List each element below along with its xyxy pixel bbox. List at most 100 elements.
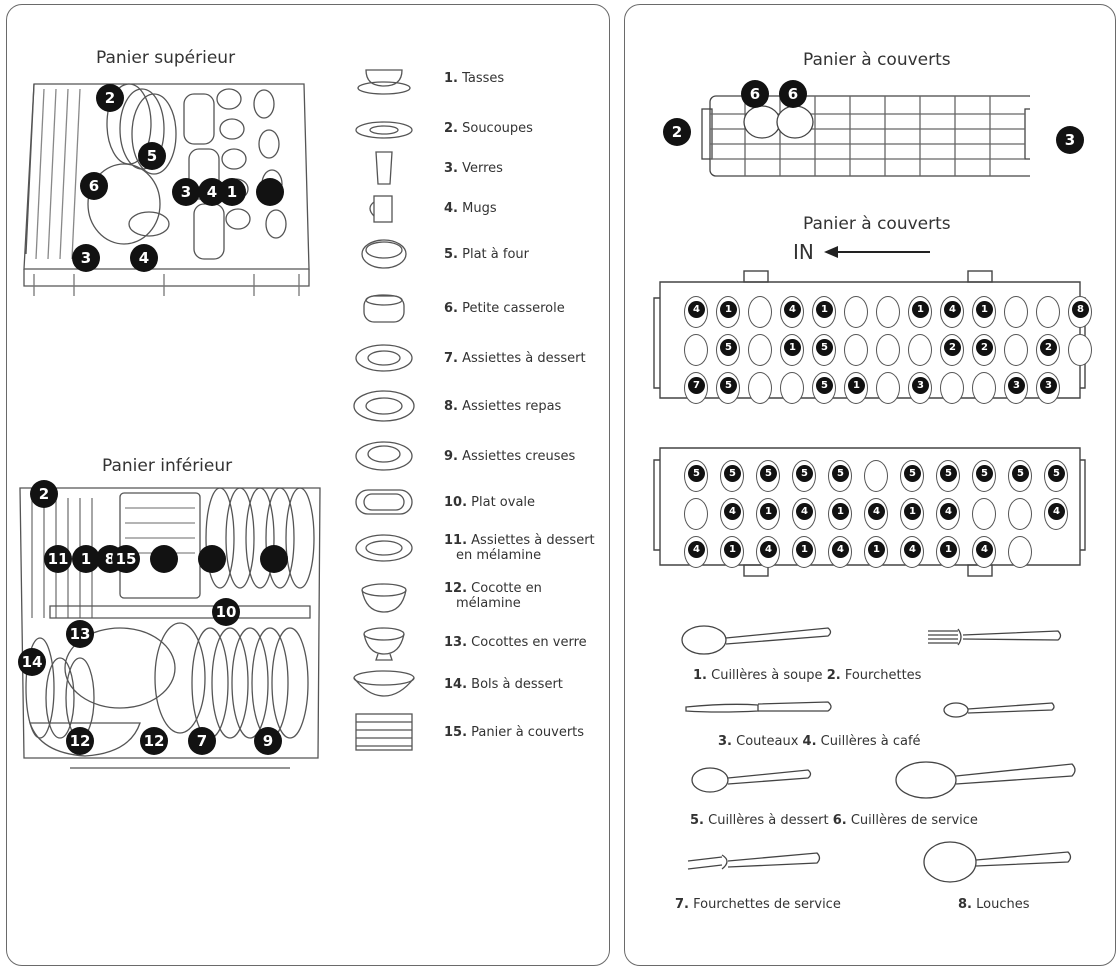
tray2-slot-number: 4 [940, 503, 957, 520]
knife-icon [685, 701, 832, 713]
glass-bowl-icon [352, 622, 416, 662]
tray1-slot: 2 [972, 334, 996, 366]
tray1-slot [844, 296, 868, 328]
tray1-slot-number: 1 [816, 301, 833, 318]
tray2-slot: 5 [1008, 460, 1032, 492]
tray1-slot-number: 2 [1040, 339, 1057, 356]
tray2-slot-number: 1 [868, 541, 885, 558]
tray1-slot: 4 [940, 296, 964, 328]
tray1-slot-number: 4 [944, 301, 961, 318]
tray1-slot: 3 [908, 372, 932, 404]
tray1-slot: 3 [1004, 372, 1028, 404]
tray2-slot [864, 460, 888, 492]
tray1-slot [908, 334, 932, 366]
tray1-slot [748, 372, 772, 404]
lower-badge-11: 11 [44, 545, 72, 573]
legend-label-9: 9. Assiettes creuses [444, 448, 576, 464]
teaspoon-icon [943, 702, 1055, 718]
tray1-slot: 5 [716, 334, 740, 366]
lower-badge-12a: 12 [66, 727, 94, 755]
tray2-slot: 4 [864, 498, 888, 530]
cutlery-basket-icon [352, 712, 416, 752]
cutlery-badge-left: 2 [663, 118, 691, 146]
legend-row-5: 5. Plat à four [352, 234, 529, 274]
legend-label-2: 2. Soucoupes [444, 120, 533, 136]
tray1-slot-number: 5 [816, 377, 833, 394]
serving-spoon-icon [895, 761, 1076, 799]
caption-soup-spoons-forks: 1. Cuillères à soupe 2. Fourchettes [693, 668, 922, 683]
tray2-slot: 1 [756, 498, 780, 530]
tray1-slot: 5 [812, 334, 836, 366]
tray2-slot: 5 [1044, 460, 1068, 492]
oval-dish-icon [352, 482, 416, 522]
tray2-slot-number: 5 [796, 465, 813, 482]
tray1-slot [940, 372, 964, 404]
ladle-icon [923, 841, 1072, 883]
lower-badge-9: 9 [254, 727, 282, 755]
legend-row-15: 15. Panier à couverts [352, 712, 584, 752]
tray1-slot [1004, 334, 1028, 366]
legend-label-14: 14. Bols à dessert [444, 676, 563, 692]
upper-badge-4b: 4 [130, 244, 158, 272]
tray2-slot-number: 5 [940, 465, 957, 482]
tray2-slot-number: 1 [724, 541, 741, 558]
tray2-slot-number: 4 [904, 541, 921, 558]
tray1-slot: 1 [812, 296, 836, 328]
cup-saucer-icon [352, 58, 416, 98]
tray1-slot: 5 [812, 372, 836, 404]
dinner-plate-icon [352, 386, 416, 426]
lower-basket-illustration [19, 487, 321, 769]
tray1-slot-number: 2 [976, 339, 993, 356]
tray2-slot-number: 4 [796, 503, 813, 520]
saucer-icon [352, 108, 416, 148]
legend-row-7: 7. Assiettes à dessert [352, 338, 586, 378]
tray1-slot [1036, 296, 1060, 328]
tray2-slot-number: 4 [688, 541, 705, 558]
upper-badge-6: 6 [80, 172, 108, 200]
tray1-slot-number: 5 [720, 339, 737, 356]
tray1-slot-number: 3 [912, 377, 929, 394]
cutlery-basket-title-tray: Panier à couverts [803, 214, 951, 234]
lower-badge-12b: 12 [140, 727, 168, 755]
tray2-slot-number: 4 [832, 541, 849, 558]
legend-row-4: 4. Mugs [352, 188, 497, 228]
fork-icon [928, 628, 1062, 646]
tray2-slot: 5 [792, 460, 816, 492]
tray2-slot: 5 [756, 460, 780, 492]
legend-row-3: 3. Verres [352, 148, 503, 188]
upper-badge-blank [256, 178, 284, 206]
tray2-slot [1008, 498, 1032, 530]
tray2-slot: 5 [684, 460, 708, 492]
upper-basket-title: Panier supérieur [96, 48, 236, 68]
upper-basket-illustration [23, 83, 310, 296]
tray1-slot-number: 1 [784, 339, 801, 356]
oven-dish-icon [352, 234, 416, 274]
tray2-slot: 1 [792, 536, 816, 568]
tray1-slot: 4 [684, 296, 708, 328]
caption-knives-teaspoons: 3. Couteaux 4. Cuillères à café [718, 734, 921, 749]
tray1-slot-number: 1 [912, 301, 929, 318]
tray1-slot-number: 1 [720, 301, 737, 318]
tray1-slot: 5 [716, 372, 740, 404]
legend-row-14: 14. Bols à dessert [352, 664, 563, 704]
tray1-slot-number: 4 [688, 301, 705, 318]
melamine-bowl-icon [352, 576, 416, 616]
tray2-slot-number: 4 [976, 541, 993, 558]
tray1-slot: 1 [716, 296, 740, 328]
upper-badge-1: 1 [218, 178, 246, 206]
tray2-slot-number: 4 [724, 503, 741, 520]
tray1-slot [780, 372, 804, 404]
tray2-slot: 5 [936, 460, 960, 492]
tray1-slot [972, 372, 996, 404]
lower-badge-7: 7 [188, 727, 216, 755]
lower-badge-10: 10 [212, 598, 240, 626]
lower-badge-14: 14 [18, 648, 46, 676]
tray1-slot [844, 334, 868, 366]
tray1-slot: 1 [972, 296, 996, 328]
upper-badge-2: 2 [96, 84, 124, 112]
tray2-slot: 4 [756, 536, 780, 568]
saucepan-icon [352, 288, 416, 328]
tray2-slot: 1 [900, 498, 924, 530]
